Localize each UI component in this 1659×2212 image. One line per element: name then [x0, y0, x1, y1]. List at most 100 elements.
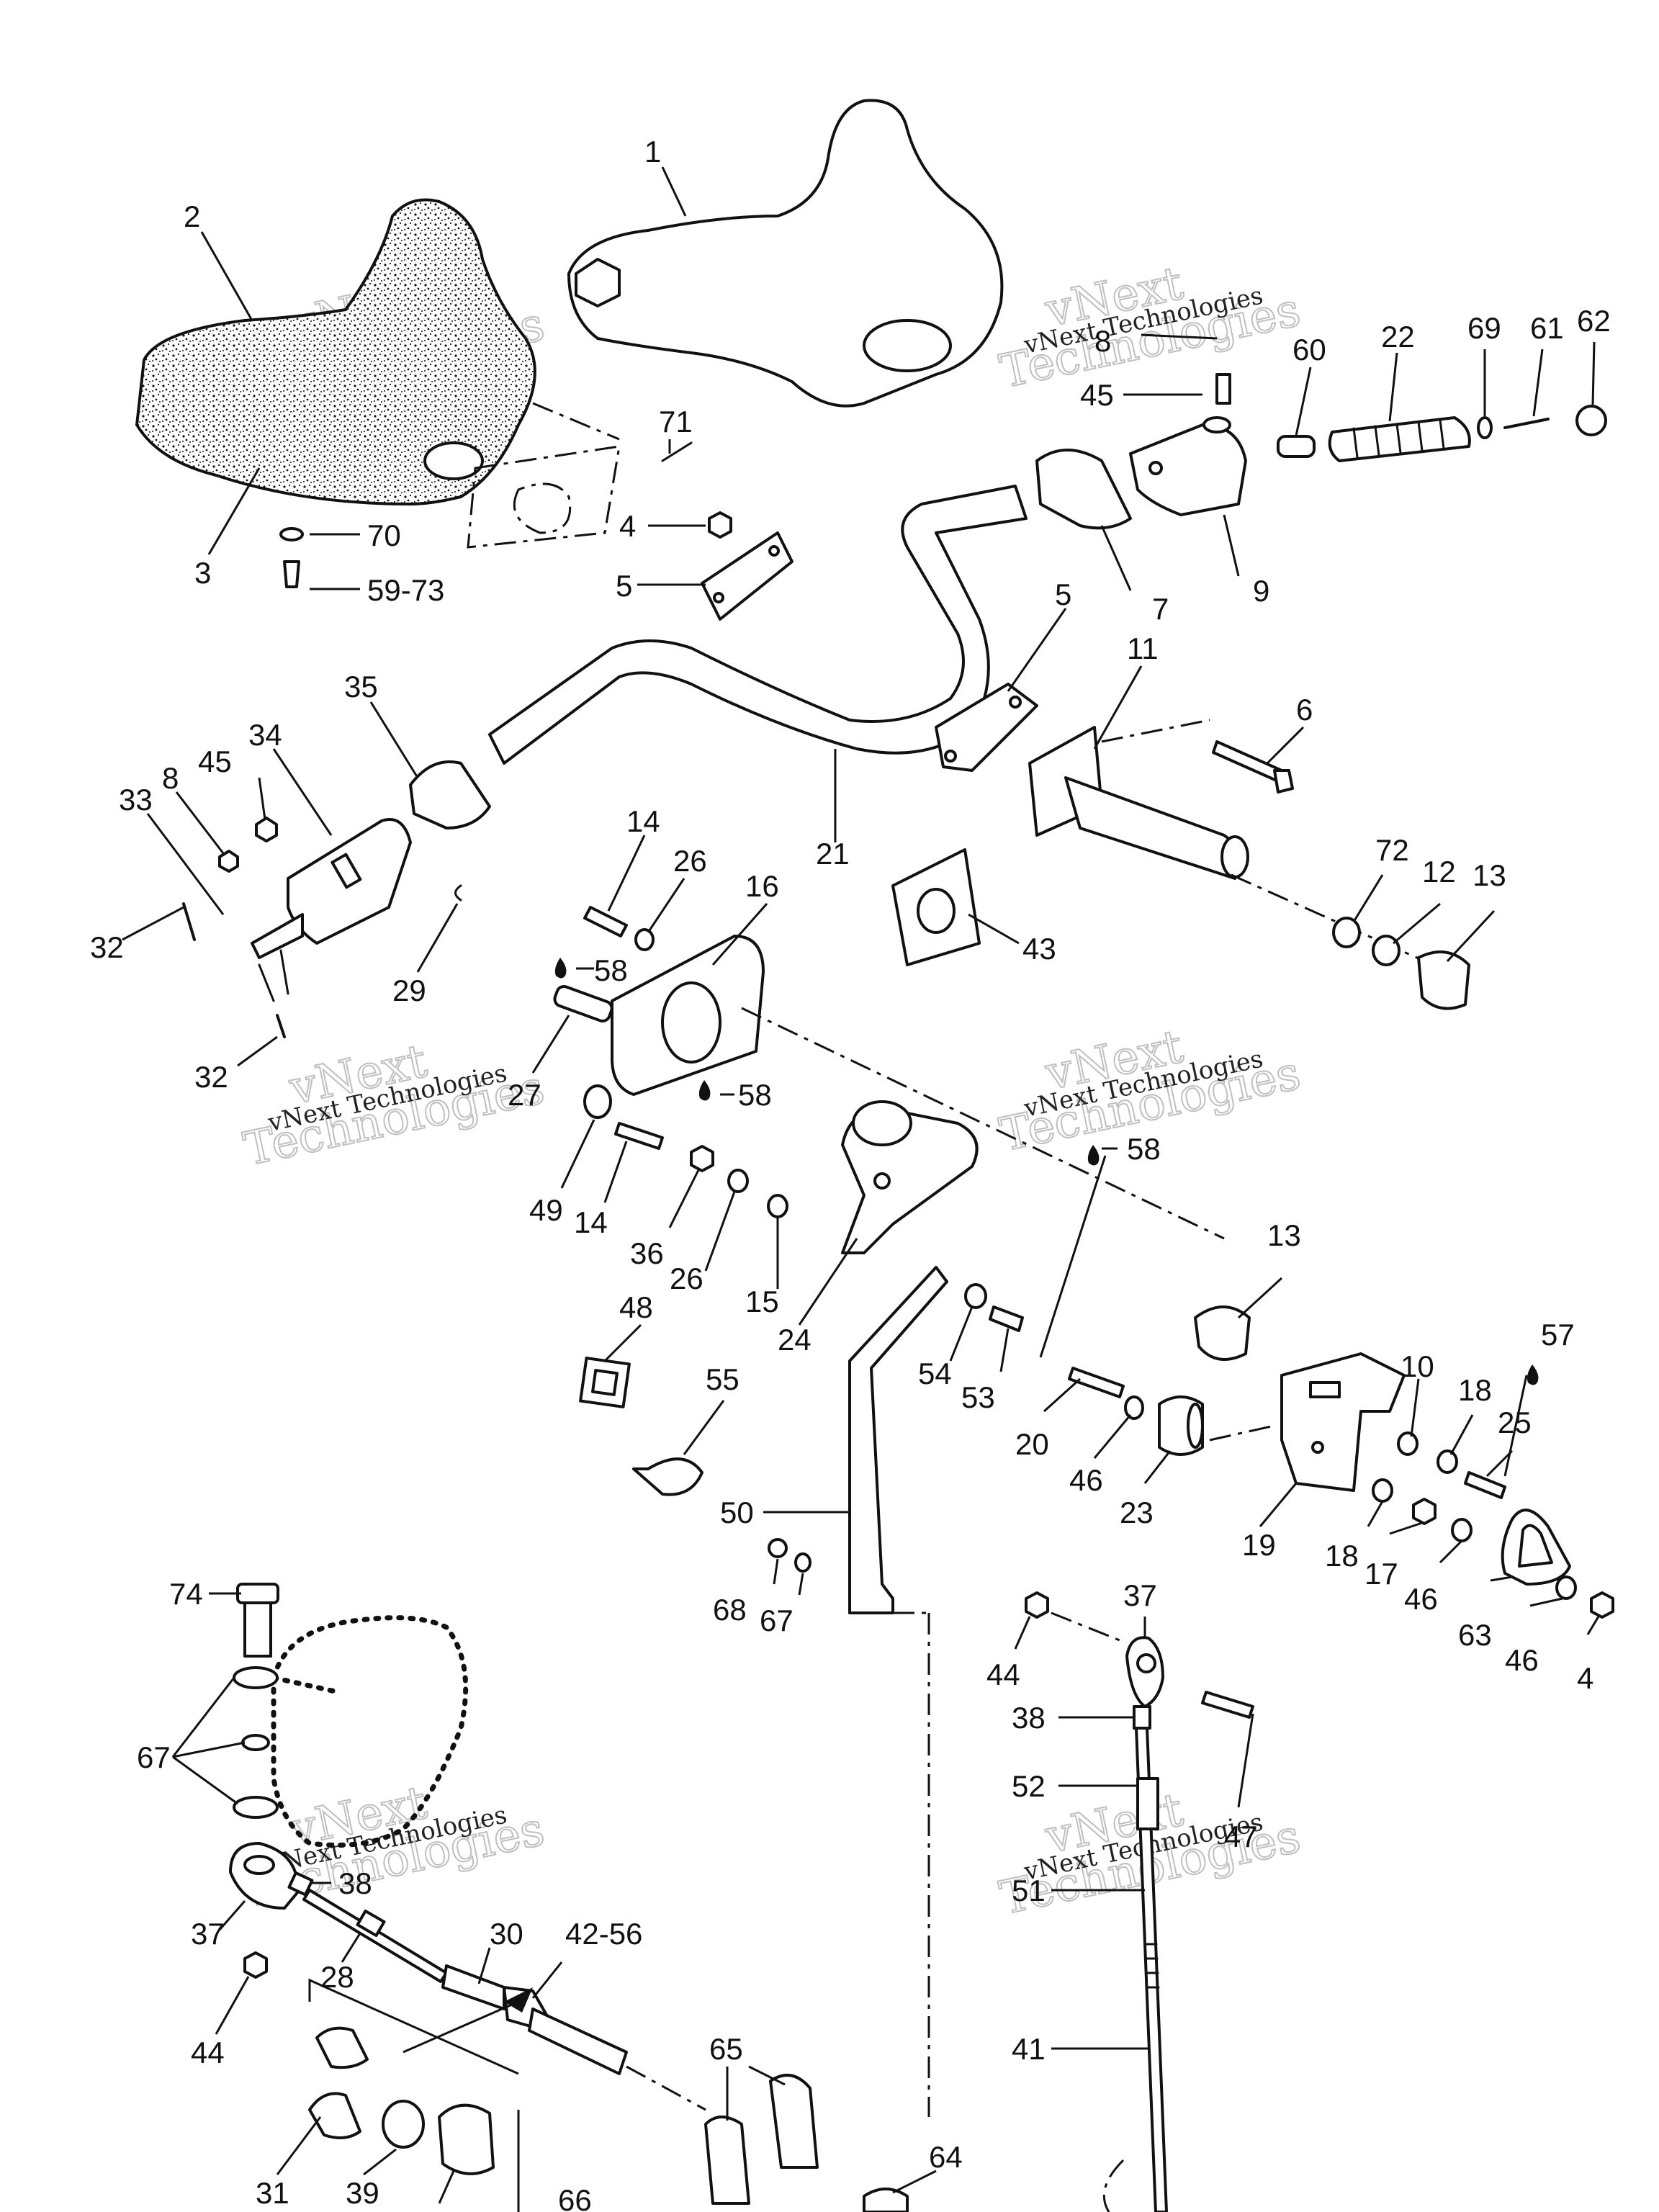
- callout-72: 72: [1375, 833, 1409, 867]
- callout-45b: 45: [198, 745, 232, 778]
- callout-66: 66: [558, 2183, 592, 2212]
- screw-59-73: [283, 560, 300, 588]
- handlebar-part: [488, 485, 1028, 765]
- callout-labels: 1 2 3 70 59-73 71 4 5 8 45 60 22 69 61 6…: [90, 135, 1611, 2212]
- callout-41: 41: [1012, 2032, 1046, 2066]
- watermark-3: Technologies vNext vNext Technologies: [238, 1034, 549, 1177]
- callout-42-56: 42-56: [565, 1917, 642, 1951]
- cable-housing-30: [441, 1964, 505, 2010]
- steering-stem-11: [1064, 776, 1240, 880]
- clamp-half-65a: [704, 2116, 750, 2205]
- foam-pad-part: [135, 198, 536, 506]
- washer-67c: [233, 1796, 279, 1819]
- callout-45: 45: [1080, 378, 1114, 412]
- nut-4b: [1590, 1591, 1614, 1619]
- callout-3: 3: [194, 556, 211, 590]
- bushing-13-lower: [1194, 1305, 1251, 1361]
- bolt-hole: [713, 592, 724, 603]
- grip-texture: [1352, 418, 1445, 459]
- axis-line: [1101, 719, 1210, 743]
- leader-lines: [122, 166, 1600, 2204]
- callout-11: 11: [1127, 631, 1159, 665]
- washer-54: [964, 1283, 987, 1309]
- callout-46c: 46: [1505, 1643, 1539, 1677]
- callout-8: 8: [1094, 324, 1111, 358]
- lube-drop-icon: [1087, 1145, 1100, 1166]
- callout-62: 62: [1577, 304, 1611, 338]
- callout-35: 35: [344, 670, 378, 703]
- column-bore: [661, 981, 721, 1064]
- callout-34: 34: [248, 718, 282, 752]
- callout-15: 15: [745, 1285, 779, 1318]
- nut-44b: [243, 1951, 268, 1979]
- bolt-61: [1503, 418, 1550, 429]
- callout-2: 2: [184, 199, 200, 233]
- callout-61: 61: [1530, 311, 1564, 345]
- callout-67b: 67: [137, 1740, 171, 1774]
- callout-25: 25: [1498, 1406, 1532, 1439]
- axis-line: [1231, 873, 1434, 966]
- nozzle-outline-edge: [271, 1675, 341, 1695]
- nut-4: [708, 511, 732, 539]
- callout-26b: 26: [670, 1262, 703, 1295]
- plug-62: [1575, 405, 1607, 436]
- washer-10: [1397, 1431, 1419, 1456]
- callout-28: 28: [320, 1960, 354, 1994]
- callout-55: 55: [706, 1362, 739, 1396]
- bolt-14-upper: [583, 906, 628, 938]
- nut-8: [218, 850, 239, 873]
- half-bushing-31a: [315, 2026, 369, 2069]
- steering-plate-19: [1280, 1352, 1406, 1492]
- callout-48: 48: [619, 1290, 653, 1324]
- callout-64: 64: [929, 2140, 963, 2174]
- bushing-13: [1417, 950, 1470, 1010]
- gasket-hole: [513, 482, 572, 534]
- clamp-plate-upper: [701, 531, 793, 621]
- axis-line: [1102, 2159, 1125, 2212]
- lever-arm-33: [251, 913, 304, 959]
- ball-joint-hole: [1136, 1653, 1156, 1673]
- stem-end: [1220, 835, 1249, 878]
- nut-45: [1202, 416, 1231, 433]
- callout-53: 53: [961, 1380, 995, 1414]
- axis-line: [1209, 1424, 1275, 1442]
- callout-33: 33: [119, 783, 153, 817]
- housing-screw: [1148, 461, 1163, 475]
- watermark-2: Technologies vNext vNext Technologies: [994, 256, 1305, 400]
- callout-38: 38: [1012, 1701, 1046, 1735]
- screw-8: [1215, 373, 1231, 405]
- lever-slot: [331, 853, 362, 889]
- pin-27: [553, 984, 613, 1023]
- rod-threads: [1143, 1943, 1160, 1989]
- washer-18b: [1372, 1478, 1393, 1503]
- bolt-20: [1068, 1367, 1125, 1398]
- callout-38b: 38: [338, 1866, 372, 1900]
- bolt-hole: [1009, 696, 1022, 709]
- washer-26: [634, 928, 655, 951]
- callout-13b: 13: [1267, 1218, 1301, 1252]
- nut-45: [255, 817, 278, 842]
- callout-24: 24: [778, 1323, 811, 1357]
- axis-line: [626, 2065, 706, 2111]
- bolt-47: [1201, 1691, 1254, 1719]
- callout-20: 20: [1015, 1427, 1049, 1461]
- callout-19: 19: [1242, 1528, 1276, 1562]
- callout-4b: 4: [1577, 1661, 1593, 1695]
- callout-22: 22: [1381, 320, 1415, 354]
- callout-44b: 44: [191, 2036, 225, 2069]
- tie-rod-51: [1135, 1727, 1168, 2212]
- washer-69: [1477, 416, 1493, 439]
- gasket-outline: [467, 445, 621, 549]
- bolt-74-head: [236, 1583, 279, 1604]
- callout-8b: 8: [162, 761, 179, 795]
- callout-67: 67: [760, 1604, 793, 1637]
- callout-65: 65: [709, 2032, 743, 2066]
- pin-32-upper: [182, 902, 196, 941]
- half-bushing-31b: [308, 2092, 361, 2139]
- callout-57: 57: [1541, 1318, 1575, 1352]
- callout-43: 43: [1022, 932, 1056, 966]
- bushing-66: [438, 2103, 495, 2175]
- callout-18b: 18: [1325, 1539, 1359, 1573]
- bolt-hole: [944, 750, 957, 763]
- callout-50: 50: [720, 1496, 754, 1529]
